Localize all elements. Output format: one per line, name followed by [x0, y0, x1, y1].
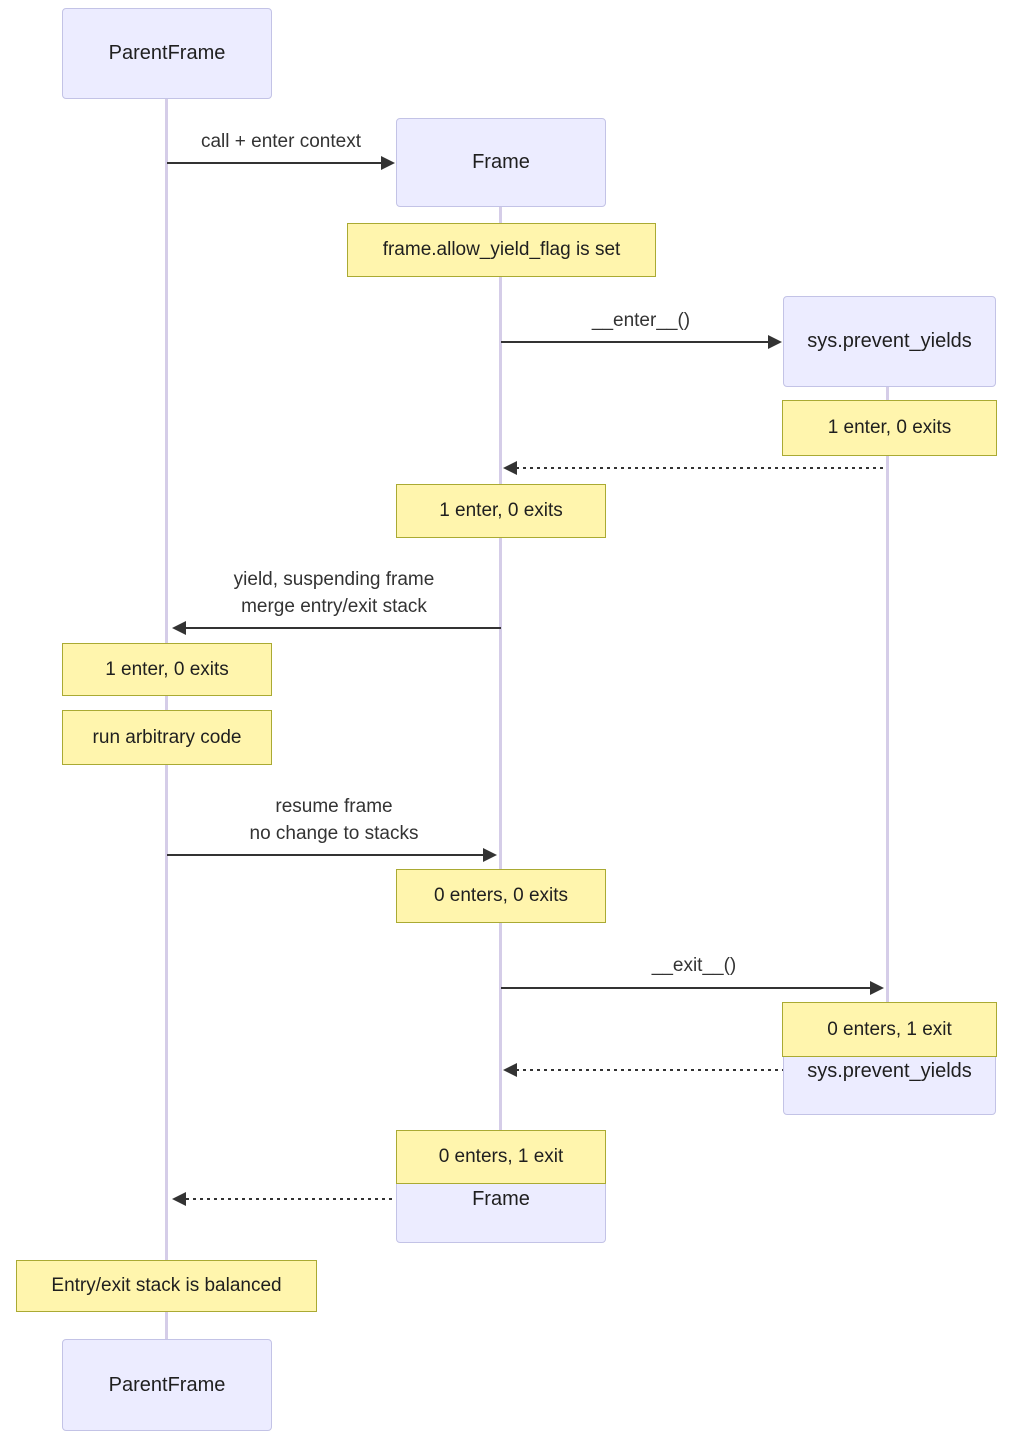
message-line-exit [501, 987, 871, 989]
actor-label-frame-bottom: Frame [472, 1188, 530, 1210]
lifeline-frame [499, 207, 502, 1198]
message-label-resume-frame: resume frame no change to stacks [249, 796, 419, 844]
actor-box-parentframe-bottom: ParentFrame [62, 1339, 272, 1431]
message-label-enter: __enter__() [591, 310, 691, 331]
lifeline-sys-prevent-yields [886, 387, 889, 1070]
note-sys-after-enter: 1 enter, 0 exits [782, 400, 997, 456]
note-frame-after-enter: 1 enter, 0 exits [396, 484, 606, 538]
actor-label-frame-top: Frame [472, 151, 530, 173]
note-run-arbitrary-code: run arbitrary code [62, 710, 272, 765]
note-parent-after-yield: 1 enter, 0 exits [62, 643, 272, 696]
arrowhead-exit [870, 981, 884, 995]
actor-label-parentframe-bottom: ParentFrame [108, 1373, 226, 1396]
message-label-call-enter-context: call + enter context [200, 131, 361, 152]
actor-box-sys-prevent-yields-top: sys.prevent_yields [783, 296, 996, 387]
arrowhead-enter-return [503, 461, 517, 475]
note-frame-after-resume: 0 enters, 0 exits [396, 869, 606, 923]
actor-label-parentframe-top: ParentFrame [108, 42, 226, 64]
arrowhead-enter [768, 335, 782, 349]
note-stack-balanced: Entry/exit stack is balanced [16, 1260, 317, 1312]
arrowhead-call-enter-context [381, 156, 395, 170]
actor-label-sys-prevent-yields-bottom: sys.prevent_yields [807, 1060, 972, 1082]
message-line-yield-suspend [186, 627, 501, 629]
arrowhead-exit-return [503, 1063, 517, 1077]
note-frame-after-exit: 0 enters, 1 exit [396, 1130, 606, 1184]
message-label-exit: __exit__() [651, 955, 737, 976]
message-label-yield-suspend: yield, suspending frame merge entry/exit… [233, 569, 435, 617]
message-line-enter [501, 341, 768, 343]
arrowhead-yield-suspend [172, 621, 186, 635]
message-line-enter-return [516, 467, 886, 469]
message-line-resume-frame [167, 854, 483, 856]
actor-label-sys-prevent-yields-top: sys.prevent_yields [807, 330, 972, 352]
message-line-call-enter-context [167, 162, 382, 164]
actor-box-frame-top: Frame [396, 118, 606, 207]
message-line-frame-return [186, 1198, 501, 1200]
arrowhead-frame-return [172, 1192, 186, 1206]
arrowhead-resume-frame [483, 848, 497, 862]
message-line-exit-return [516, 1069, 888, 1071]
note-sys-after-exit: 0 enters, 1 exit [782, 1002, 997, 1057]
note-allow-yield-flag: frame.allow_yield_flag is set [347, 223, 656, 277]
actor-box-parentframe-top: ParentFrame [62, 8, 272, 99]
